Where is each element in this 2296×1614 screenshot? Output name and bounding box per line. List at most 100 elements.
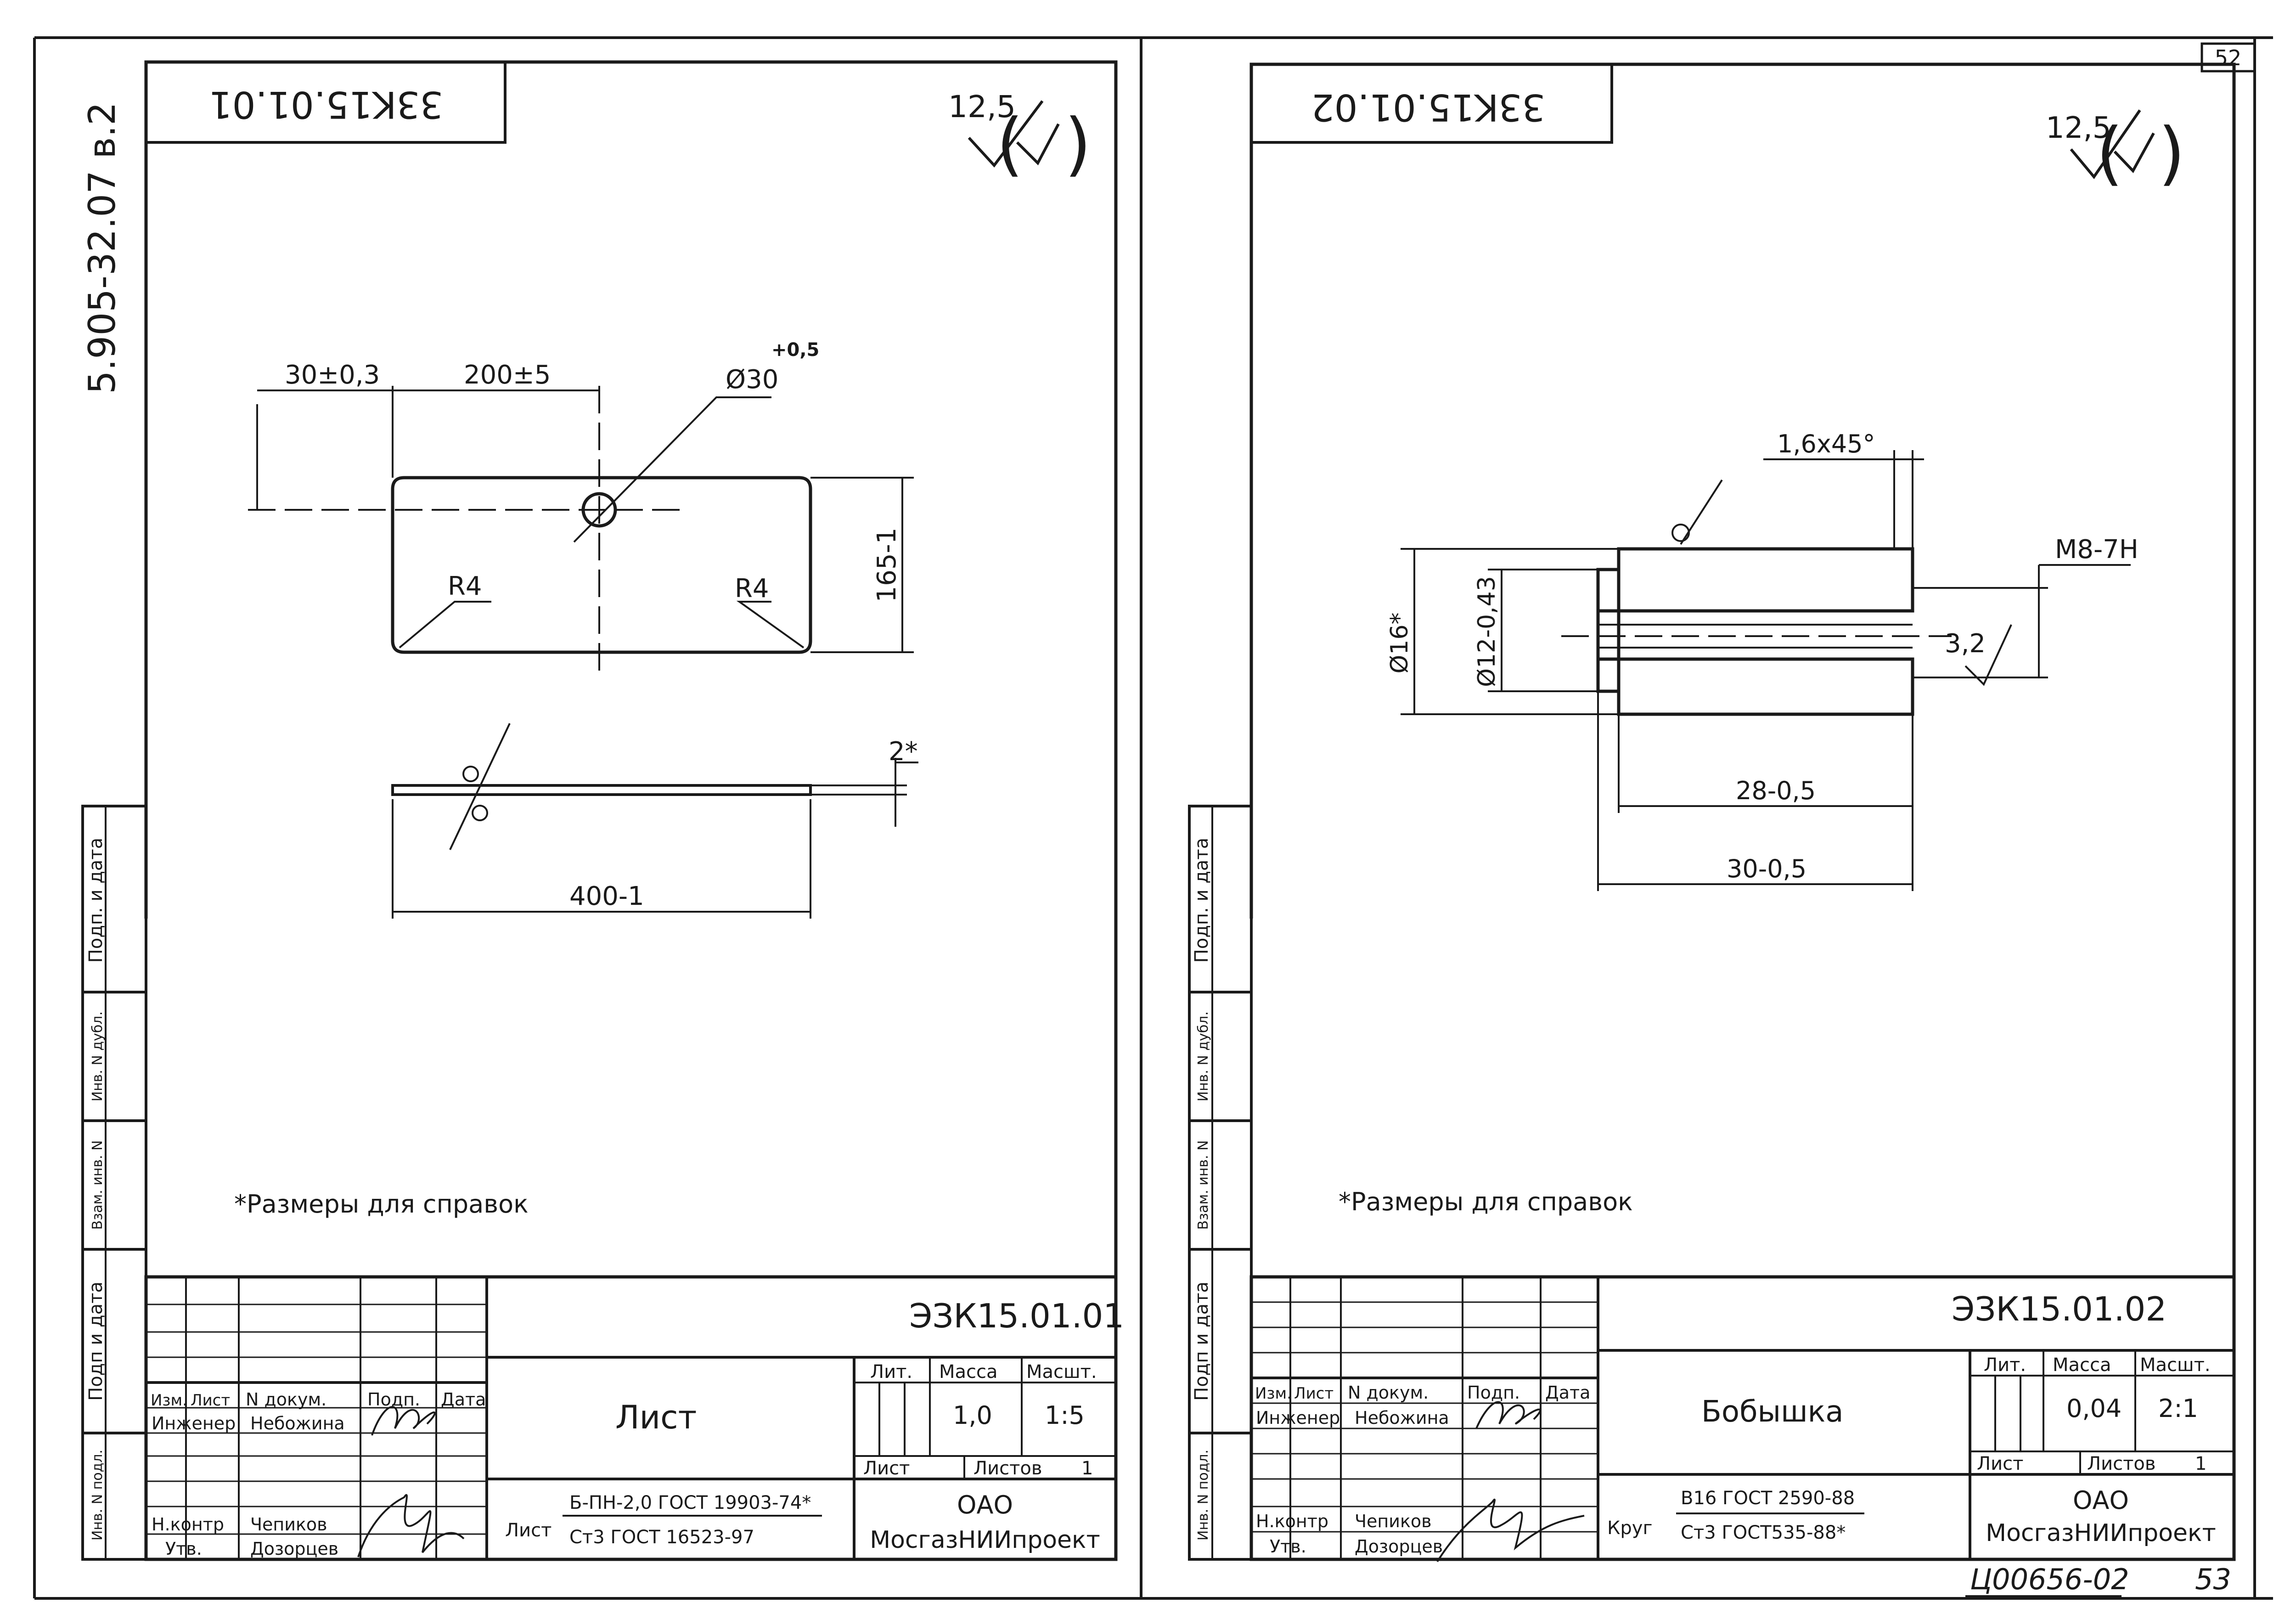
svg-text:Дата: Дата [1545, 1383, 1590, 1403]
plate-side-view: 2* 400-1 [391, 723, 918, 919]
svg-text:Дата: Дата [441, 1389, 486, 1410]
svg-text:(: ( [2096, 113, 2123, 193]
svg-text:Изм.: Изм. [1255, 1384, 1292, 1403]
signature [357, 1494, 465, 1558]
svg-text:Подп и дата: Подп и дата [1191, 1281, 1212, 1401]
tb-code: ЭЗК15.01.01 [909, 1297, 1124, 1335]
title-block: ЭЗК15.01.01 Лист Лит. Масса Масшт. 1,0 1… [144, 1275, 1124, 1561]
svg-text:Б-ПН-2,0 ГОСТ 19903-74*: Б-ПН-2,0 ГОСТ 19903-74* [569, 1492, 811, 1513]
svg-text:): ) [1064, 104, 1092, 184]
signature [371, 1406, 436, 1436]
mirror-code-box: 33K15.01.02 [1251, 64, 1613, 144]
page-code: 5.905-32.07 в.2 [81, 102, 124, 394]
svg-text:Инв. N подл.: Инв. N подл. [1195, 1450, 1211, 1541]
page-number: 52 [2215, 45, 2242, 70]
dim-chamfer: 1,6x45° [1777, 429, 1875, 458]
dim-tol05: +0,5 [771, 339, 819, 361]
svg-text:Листов: Листов [2087, 1453, 2155, 1474]
svg-text:Листов: Листов [974, 1458, 1042, 1479]
dim-r4-right: R4 [735, 574, 769, 604]
sheet-frame [33, 36, 2273, 1600]
mirror-code: 33K15.01.02 [1311, 86, 1546, 129]
svg-text:N докум.: N докум. [246, 1389, 326, 1410]
svg-text:12,5: 12,5 [948, 89, 1016, 124]
dim-28: 28-0,5 [1736, 776, 1816, 805]
title-block: ЭЗК15.01.02 Бобышка Лит. Масса Масшт. 0,… [1249, 1275, 2236, 1563]
drawing-left: 33K15.01.01 12,5 ( ) [144, 60, 1124, 1561]
svg-text:Н.контр: Н.контр [152, 1514, 224, 1535]
svg-text:Лист: Лист [863, 1458, 910, 1479]
reference-note: *Размеры для справок [234, 1190, 529, 1219]
signature [1436, 1498, 1585, 1563]
svg-text:Инв. N дубл.: Инв. N дубл. [1195, 1011, 1211, 1102]
svg-text:Лист: Лист [1977, 1453, 2023, 1474]
archive-page: 53 [2195, 1563, 2231, 1596]
side-stamp-left: Подп. и дата Инв. N дубл. Взам. инв. N П… [81, 805, 147, 1561]
tb-name: Бобышка [1701, 1395, 1844, 1429]
svg-text:Масса: Масса [2053, 1354, 2111, 1376]
svg-text:Масшт.: Масшт. [1026, 1361, 1097, 1383]
svg-text:ОАО: ОАО [957, 1490, 1013, 1519]
svg-text:Н.контр: Н.контр [1256, 1511, 1328, 1531]
svg-text:Подп.: Подп. [1467, 1383, 1520, 1403]
dim-dia12: Ø12-0,43 [1473, 576, 1501, 687]
dim-dia30: Ø30 [726, 365, 778, 395]
dim-2: 2* [889, 737, 918, 767]
dim-30: 30-0,5 [1727, 854, 1806, 883]
svg-text:МосгазНИИпроект: МосгазНИИпроект [870, 1526, 1100, 1554]
svg-text:Лист: Лист [1294, 1384, 1334, 1403]
svg-text:Утв.: Утв. [165, 1539, 202, 1559]
tb-code: ЭЗК15.01.02 [1952, 1290, 2167, 1328]
svg-text:N докум.: N докум. [1348, 1383, 1429, 1403]
tb-massa: 1,0 [953, 1401, 992, 1430]
tb-name: Лист [615, 1399, 697, 1436]
tb-massa: 0,04 [2066, 1394, 2122, 1423]
svg-text:Взам. инв. N: Взам. инв. N [1195, 1140, 1211, 1230]
svg-text:): ) [2158, 113, 2185, 193]
svg-text:МосгазНИИпроект: МосгазНИИпроект [1986, 1519, 2216, 1547]
svg-text:Взам. инв. N: Взам. инв. N [90, 1140, 106, 1230]
dim-rough32: 3,2 [1945, 629, 1986, 659]
svg-text:Чепиков: Чепиков [1355, 1511, 1432, 1531]
mirror-code: 33K15.01.01 [209, 83, 444, 126]
mirror-code-box: 33K15.01.01 [146, 62, 506, 144]
svg-text:Дозорцев: Дозорцев [250, 1539, 338, 1559]
svg-text:Масшт.: Масшт. [2140, 1354, 2211, 1376]
svg-text:Инв. N дубл.: Инв. N дубл. [90, 1011, 106, 1102]
side-stamp-right: Подп. и дата Инв. N дубл. Взам. инв. N П… [1188, 805, 1253, 1561]
svg-text:Подп и дата: Подп и дата [85, 1281, 107, 1401]
svg-text:Изм.: Изм. [151, 1391, 187, 1410]
svg-text:Небожина: Небожина [250, 1413, 345, 1433]
dim-165: 165-1 [872, 528, 902, 603]
svg-text:Подп. и дата: Подп. и дата [85, 838, 107, 963]
svg-text:Лист: Лист [505, 1520, 551, 1541]
dim-r4-left: R4 [448, 571, 482, 601]
svg-text:В16 ГОСТ 2590-88: В16 ГОСТ 2590-88 [1681, 1488, 1855, 1509]
svg-text:Инв. N подл.: Инв. N подл. [90, 1450, 106, 1541]
svg-text:Ст3 ГОСТ535-88*: Ст3 ГОСТ535-88* [1681, 1522, 1846, 1543]
svg-text:Подп. и дата: Подп. и дата [1191, 838, 1212, 963]
svg-text:Ст3 ГОСТ 16523-97: Ст3 ГОСТ 16523-97 [569, 1527, 754, 1548]
roughness-general: 12,5 ( ) [948, 89, 1092, 184]
dim-30: 30±0,3 [285, 360, 380, 390]
dim-200: 200±5 [464, 360, 551, 390]
dim-thread: M8-7H [2055, 535, 2138, 564]
svg-text:1: 1 [1081, 1458, 1093, 1479]
svg-text:Лит.: Лит. [870, 1361, 912, 1383]
svg-text:Инженер: Инженер [152, 1413, 236, 1433]
svg-text:1: 1 [2195, 1453, 2206, 1474]
svg-text:Масса: Масса [939, 1361, 998, 1383]
reference-note: *Размеры для справок [1339, 1187, 1633, 1216]
svg-text:Инженер: Инженер [1256, 1408, 1340, 1428]
roughness-general: 12,5 ( ) [2046, 109, 2185, 193]
svg-text:Чепиков: Чепиков [250, 1514, 327, 1535]
dim-400: 400-1 [569, 881, 644, 911]
plate-top-view: 30±0,3 200±5 Ø30 +0,5 165-1 R4 R4 [248, 339, 914, 680]
page-number-box: 52 [2200, 42, 2256, 73]
archive-number: Ц00656-02 [1970, 1563, 2129, 1596]
boss-section: 1,6x45° M8-7H 3,2 Ø16* Ø12-0,43 [1386, 429, 2138, 891]
dim-dia16: Ø16* [1386, 612, 1413, 673]
svg-text:Круг: Круг [1607, 1518, 1652, 1539]
svg-text:Небожина: Небожина [1355, 1408, 1449, 1428]
